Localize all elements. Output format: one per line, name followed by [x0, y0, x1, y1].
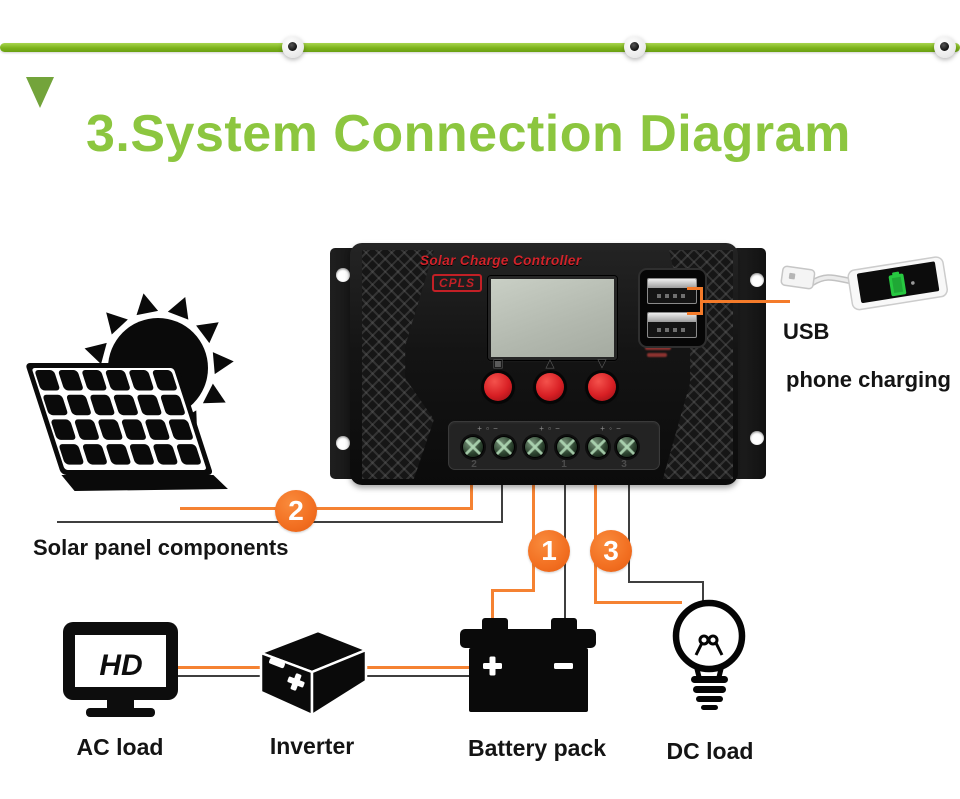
monitor-icon: HD [63, 622, 178, 717]
wire-battery-positive [491, 589, 535, 592]
mount-hole [750, 431, 764, 445]
mount-hole [750, 273, 764, 287]
phone-charging-illustration [780, 256, 948, 311]
wire-solar-negative [501, 478, 503, 523]
up-arrow-icon: △ [545, 356, 555, 370]
menu-button [484, 373, 512, 401]
battery-pack-label: Battery pack [467, 735, 607, 761]
usb-plug-icon [780, 265, 816, 290]
section-pointer-icon [26, 77, 54, 108]
down-button [588, 373, 616, 401]
battery-terminal-icon: + ▫ − [539, 424, 561, 433]
terminal-screw [616, 436, 638, 458]
terminal-number: 1 [561, 459, 567, 470]
ac-load-label: AC load [76, 734, 164, 760]
wire-battery-positive [491, 589, 494, 622]
inverter-icon [259, 629, 368, 717]
wire-inverter-positive [366, 666, 470, 669]
usb-port-icon [647, 312, 697, 338]
callout-1-battery: 1 [528, 530, 570, 572]
page-title: 3.System Connection Diagram [86, 105, 851, 163]
usb-callout-line [700, 300, 790, 303]
model-badge: CPLS [432, 274, 483, 292]
dc-load-label: DC load [666, 738, 754, 764]
wire-dcload-negative [702, 581, 704, 602]
bulb-icon [672, 599, 746, 710]
phone-icon [847, 256, 948, 311]
up-button [536, 373, 564, 401]
wire-ac-negative [176, 675, 260, 677]
fine-print [645, 346, 671, 350]
callout-2-solar: 2 [275, 490, 317, 532]
terminal-block: + ▫ − + ▫ − + ◦ − 2 1 3 [448, 421, 660, 470]
solar-charge-controller: Solar Charge Controller CPLS ▣ △ ▽ + ▫ −… [330, 243, 766, 485]
inverter-label: Inverter [269, 733, 355, 759]
terminal-screw [556, 436, 578, 458]
usb-ports-module [638, 268, 707, 348]
lcd-screen [488, 276, 617, 360]
phone-charging-label: phone charging [786, 367, 951, 392]
terminal-number: 3 [621, 459, 627, 470]
usb-callout-line [687, 287, 703, 290]
wire-inverter-negative [366, 675, 470, 677]
wire-dcload-positive [594, 601, 682, 604]
menu-icon: ▣ [492, 356, 504, 370]
screw-icon [282, 36, 304, 58]
wire-solar-positive [180, 507, 473, 510]
battery-minus-mark [554, 663, 573, 669]
solar-terminal-icon: + ▫ − [477, 424, 499, 433]
brand-text: Solar Charge Controller [420, 253, 582, 268]
usb-callout-line [687, 312, 703, 315]
hd-screen-text: HD [99, 649, 142, 682]
terminal-screw [493, 436, 515, 458]
load-terminal-icon: + ◦ − [600, 424, 622, 433]
terminal-screw [587, 436, 609, 458]
terminal-screw [462, 436, 484, 458]
wire-dcload-negative [628, 581, 704, 583]
solar-panel-label: Solar panel components [33, 535, 289, 560]
fine-print [647, 353, 667, 357]
battery-plus-mark [483, 656, 502, 676]
mount-hole [336, 268, 350, 282]
solar-panel-icon [26, 293, 234, 491]
screw-icon [934, 36, 956, 58]
usb-port-icon [647, 278, 697, 304]
mount-hole [336, 436, 350, 450]
green-divider-bar [0, 43, 960, 52]
terminal-number: 2 [471, 459, 477, 470]
terminal-screw [524, 436, 546, 458]
wire-solar-positive [470, 478, 473, 510]
usb-label: USB [783, 319, 830, 344]
screw-icon [624, 36, 646, 58]
wire-dcload-negative [628, 478, 630, 583]
callout-3-dcload: 3 [590, 530, 632, 572]
wire-ac-positive [176, 666, 260, 669]
battery-icon [460, 618, 596, 712]
down-arrow-icon: ▽ [597, 356, 607, 370]
